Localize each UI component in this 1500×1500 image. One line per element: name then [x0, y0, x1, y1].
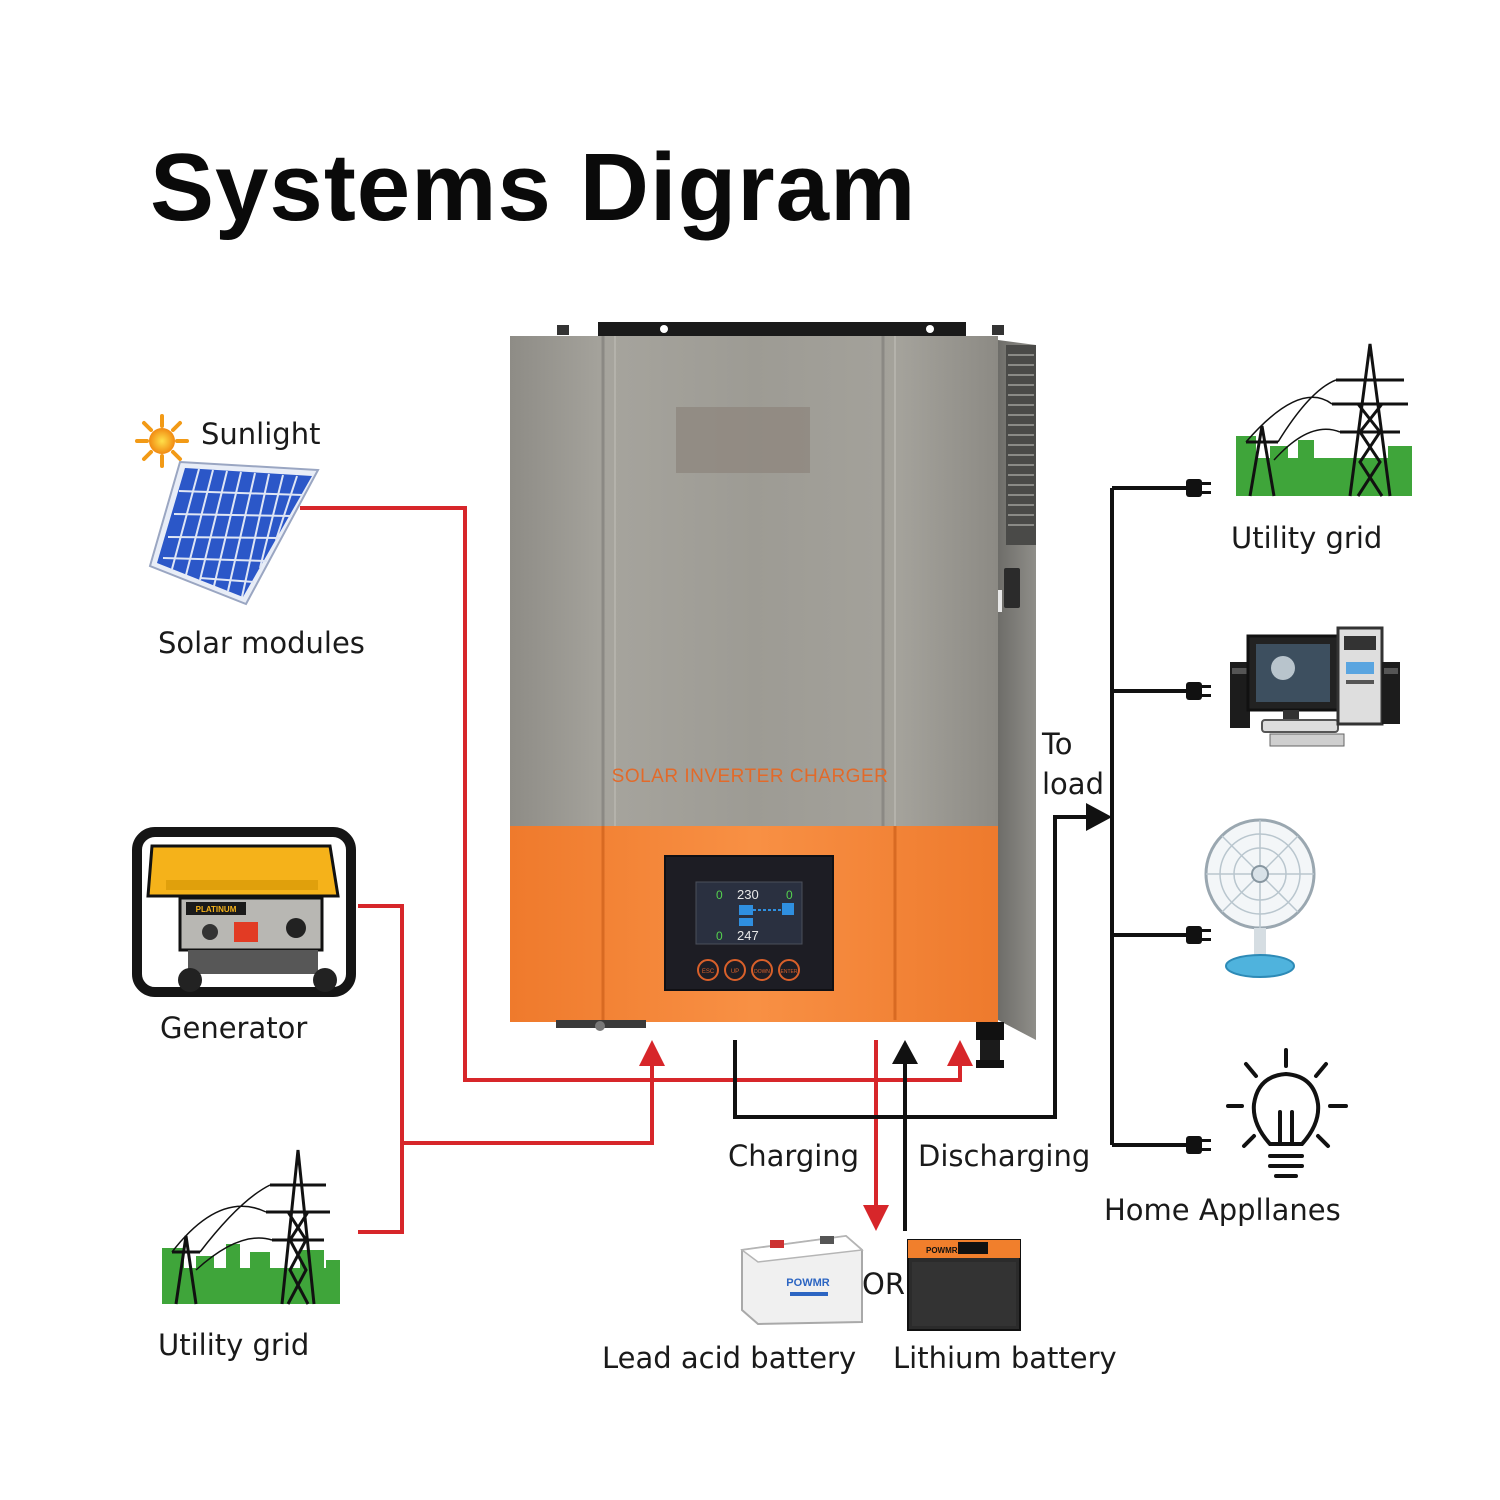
inverter-side-vents: [1006, 345, 1036, 545]
button-up[interactable]: [724, 959, 746, 981]
inverter-side-port: [996, 590, 1002, 612]
load-wiring: [733, 486, 1188, 1231]
generator-badge-plate: [186, 902, 246, 915]
solar-modules-label: Solar modules: [158, 626, 365, 660]
button-esc-label: ESC: [702, 969, 715, 975]
button-enter[interactable]: [778, 959, 800, 981]
sunlight-label: Sunlight: [201, 417, 321, 451]
to-load-arrow: [1086, 803, 1112, 831]
button-up-label: UP: [731, 969, 739, 975]
lithium-battery-icon: POWMR: [907, 1239, 1021, 1331]
grid-generator-wire: [402, 1060, 654, 1145]
bracket-hole-right: [926, 325, 934, 333]
bracket-hole-left: [660, 325, 668, 333]
to-load-label-line1: To: [1042, 727, 1073, 761]
inverter-bottom-screw: [595, 1021, 605, 1031]
lithium-battery-label: Lithium battery: [893, 1341, 1117, 1375]
plug-icon: [1186, 682, 1211, 700]
button-down-label: DOWN: [754, 969, 770, 975]
inverter: SOLAR INVERTER CHARGER 0 230 0 0 247 ESC…: [510, 322, 1036, 1068]
plug-icon: [1186, 926, 1211, 944]
utility-grid-load-icon: [1236, 343, 1412, 497]
plug-icon: [1186, 1136, 1211, 1154]
charging-arrow: [863, 1205, 889, 1231]
home-appliances-label: Home Appllanes: [1104, 1193, 1341, 1227]
plug-icon: [1186, 479, 1211, 497]
grid-arrow: [639, 1040, 665, 1066]
ac-input-wiring: [300, 506, 962, 1234]
inverter-top-bracket: [598, 322, 966, 336]
inverter-buttons: ESC UP DOWN ENTER: [697, 959, 800, 981]
page-title: Systems Digram: [150, 134, 917, 241]
utility-grid-load-label: Utility grid: [1231, 521, 1383, 555]
solar-panel-icon: [148, 460, 320, 606]
fan-icon: [1204, 818, 1316, 978]
button-enter-label: ENTER: [781, 969, 798, 975]
lead-acid-brand: POWMR: [786, 1277, 829, 1289]
computer-icon: [1230, 626, 1400, 747]
or-label: OR: [862, 1267, 905, 1301]
inverter-label: SOLAR INVERTER CHARGER: [612, 766, 889, 787]
lcd-battery-icon: [739, 918, 753, 926]
lcd-load-icon: [782, 903, 794, 915]
button-esc[interactable]: [697, 959, 719, 981]
generator-badge: PLATINUM: [196, 905, 237, 914]
generator-icon: PLATINUM: [132, 827, 356, 997]
button-down[interactable]: [751, 959, 773, 981]
inverter-ac-connector: [976, 1022, 1004, 1068]
inverter-top-tab-left: [557, 325, 569, 335]
generator-label: Generator: [160, 1011, 308, 1045]
lithium-brand: POWMR: [926, 1246, 958, 1255]
generator-wire: [358, 904, 404, 1234]
lcd-battery-value: 247: [737, 928, 759, 943]
utility-grid-source-label: Utility grid: [158, 1328, 310, 1362]
discharging-arrow: [892, 1040, 918, 1064]
lcd-indicator-b: 0: [786, 888, 793, 902]
lead-acid-battery-icon: POWMR: [740, 1234, 864, 1326]
solar-arrow: [947, 1040, 973, 1066]
solar-wire: [300, 506, 962, 1082]
inverter-logo-area: [676, 407, 810, 473]
lamp-icon: [1226, 1048, 1348, 1178]
inverter-top-tab-right: [992, 325, 1004, 335]
lcd-indicator-c: 0: [716, 929, 723, 943]
inverter-control-panel: 0 230 0 0 247 ESC UP DOWN ENTER: [664, 855, 834, 991]
lcd-indicator-a: 0: [716, 888, 723, 902]
utility-grid-source-icon: [162, 1149, 340, 1305]
lead-acid-battery-label: Lead acid battery: [602, 1341, 857, 1375]
dc-to-load-wire: [733, 815, 1090, 1119]
plug-icons: [1186, 479, 1211, 1154]
lcd-ac-value: 230: [737, 887, 759, 902]
sun-icon: [135, 414, 189, 468]
discharging-label: Discharging: [918, 1139, 1091, 1173]
charging-label: Charging: [728, 1139, 860, 1173]
inverter-side-switch: [1004, 568, 1020, 608]
lcd-pv-icon: [739, 905, 753, 915]
to-load-label-line2: load: [1042, 767, 1104, 801]
